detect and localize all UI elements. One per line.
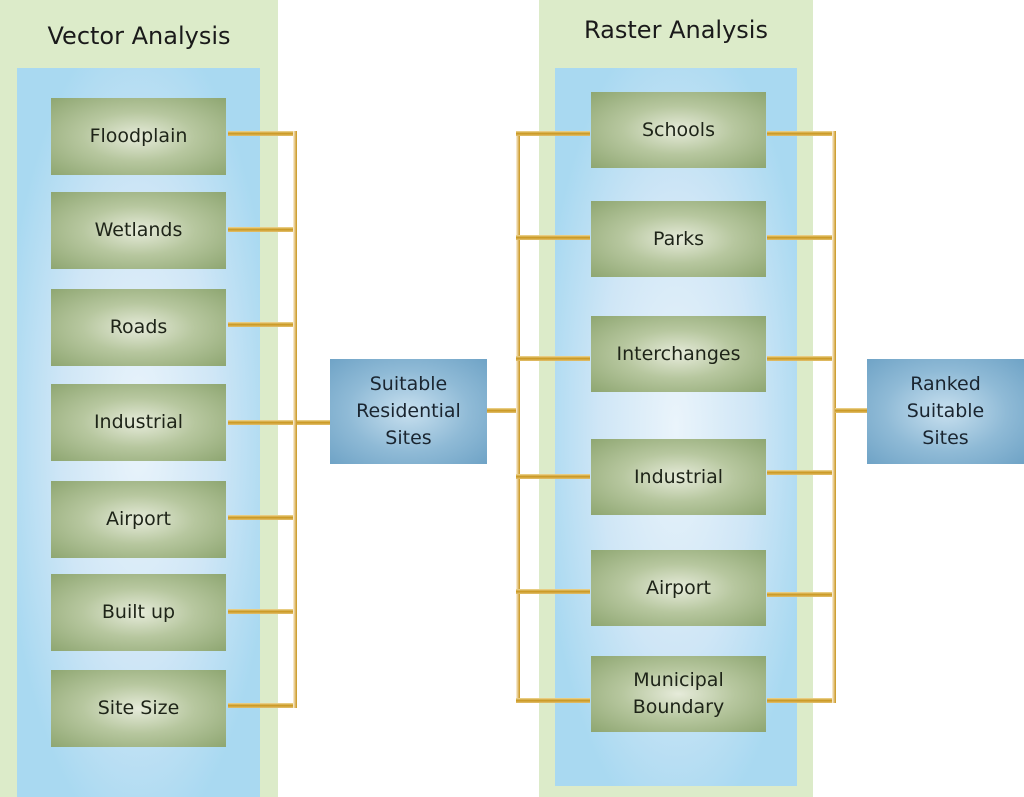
connector (767, 356, 835, 361)
connector (516, 698, 590, 703)
raster-node-parks[interactable]: Parks (591, 201, 766, 277)
raster-analysis-title: Raster Analysis (584, 16, 768, 44)
raster-node-airport[interactable]: Airport (591, 550, 766, 626)
connector (228, 420, 330, 425)
municipal-boundary-label: Municipal Boundary (632, 669, 725, 718)
raster-node-interchanges[interactable]: Interchanges (591, 316, 766, 392)
connector (228, 322, 296, 327)
vector-node-site-size[interactable]: Site Size (51, 670, 226, 747)
connector (516, 474, 590, 479)
connector (767, 592, 835, 597)
vector-analysis-title: Vector Analysis (47, 22, 231, 50)
connector (228, 131, 296, 136)
suitable-residential-sites-node[interactable]: Suitable Residential Sites (330, 359, 487, 464)
connector (835, 408, 867, 413)
connector (767, 470, 835, 475)
suitable-residential-sites-label: Suitable Residential Sites (356, 373, 461, 449)
connector (767, 131, 835, 136)
vector-node-industrial[interactable]: Industrial (51, 384, 226, 461)
raster-node-municipal-boundary[interactable]: Municipal Boundary (591, 656, 766, 732)
vector-node-built-up[interactable]: Built up (51, 574, 226, 651)
vector-node-wetlands[interactable]: Wetlands (51, 192, 226, 269)
connector (767, 698, 835, 703)
connector (516, 356, 590, 361)
raster-node-industrial[interactable]: Industrial (591, 439, 766, 515)
connector (487, 408, 519, 413)
raster-node-schools[interactable]: Schools (591, 92, 766, 168)
connector (228, 609, 296, 614)
ranked-suitable-sites-node[interactable]: Ranked Suitable Sites (867, 359, 1024, 464)
ranked-suitable-sites-label: Ranked Suitable Sites (906, 373, 985, 449)
connector-trunk (516, 131, 520, 703)
connector-trunk (832, 131, 836, 703)
vector-node-airport[interactable]: Airport (51, 481, 226, 558)
connector (767, 235, 835, 240)
connector (228, 227, 296, 232)
connector (516, 589, 590, 594)
connector (516, 235, 590, 240)
connector (228, 515, 296, 520)
connector (228, 703, 296, 708)
connector (516, 131, 590, 136)
vector-node-floodplain[interactable]: Floodplain (51, 98, 226, 175)
vector-node-roads[interactable]: Roads (51, 289, 226, 366)
connector-trunk (293, 131, 297, 708)
